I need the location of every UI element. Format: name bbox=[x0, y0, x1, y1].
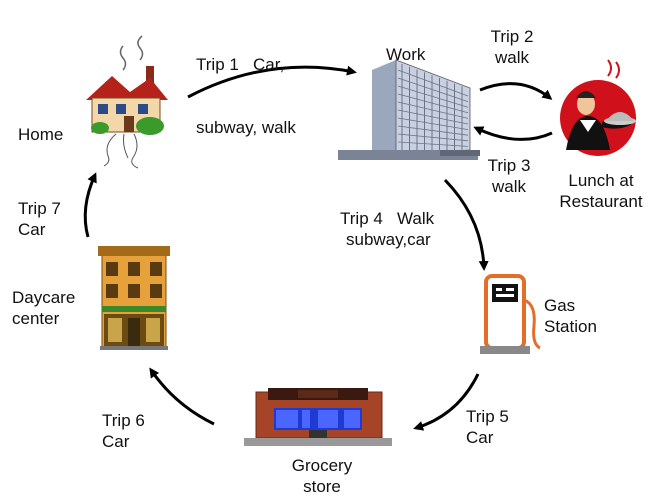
daycare-label-line1: Daycare bbox=[12, 288, 76, 307]
grocery-store-label: Grocery store bbox=[276, 455, 368, 497]
trip1-label-line2: subway, walk bbox=[196, 118, 296, 137]
trip1-label: Trip 1 Car, subway, walk bbox=[196, 12, 296, 180]
daycare-label: Daycare center bbox=[12, 287, 75, 329]
trip6-arrow bbox=[149, 367, 215, 426]
trip4-arrow bbox=[443, 178, 489, 271]
house-icon bbox=[86, 35, 168, 169]
trip4-label-line2: subway,car bbox=[346, 230, 431, 249]
gas-station-label-line1: Gas bbox=[544, 296, 576, 315]
restaurant-label-line2: Restaurant bbox=[559, 192, 643, 211]
trip2-label-line2: walk bbox=[494, 48, 529, 67]
gas-station-label-line2: Station bbox=[544, 317, 597, 336]
office-building-icon bbox=[338, 59, 480, 160]
trip7-label: Trip 7 Car bbox=[18, 198, 61, 240]
trip1-label-line1: Trip 1 Car, bbox=[196, 55, 285, 74]
trip5-label-line2: Car bbox=[466, 428, 494, 447]
restaurant-label-line1: Lunch at bbox=[568, 171, 634, 190]
trip5-label-line1: Trip 5 bbox=[466, 407, 509, 426]
work-label: Work bbox=[386, 44, 425, 65]
waiter-icon bbox=[560, 59, 636, 156]
trip1-arrow bbox=[187, 65, 357, 99]
restaurant-label: Lunch at Restaurant bbox=[552, 170, 650, 212]
trip7-arrow bbox=[83, 172, 97, 238]
trip3-label: Trip 3 walk bbox=[481, 155, 537, 197]
trip3-label-line2: walk bbox=[491, 177, 526, 196]
trip4-label-line1: Trip 4 Walk bbox=[340, 209, 435, 228]
trip2-arrow bbox=[479, 82, 553, 100]
trip7-label-line1: Trip 7 bbox=[18, 199, 61, 218]
gas-station-label: Gas Station bbox=[544, 295, 597, 337]
trip6-label-line2: Car bbox=[102, 432, 130, 451]
grocery-store-icon bbox=[244, 388, 392, 446]
trip3-arrow bbox=[473, 126, 553, 141]
grocery-store-label-line1: Grocery bbox=[291, 456, 353, 475]
trip4-label: Trip 4 Walk subway,car bbox=[340, 208, 434, 250]
trip3-label-line1: Trip 3 bbox=[487, 156, 531, 175]
daycare-label-line2: center bbox=[12, 309, 60, 328]
trip2-label: Trip 2 walk bbox=[484, 26, 540, 68]
trip5-label: Trip 5 Car bbox=[466, 406, 509, 448]
daycare-building-icon bbox=[98, 246, 170, 350]
work-label-text: Work bbox=[386, 45, 426, 64]
trip5-arrow bbox=[413, 373, 480, 431]
home-label-text: Home bbox=[18, 125, 64, 144]
trip6-label: Trip 6 Car bbox=[102, 410, 145, 452]
home-label: Home bbox=[18, 124, 63, 145]
trip2-label-line1: Trip 2 bbox=[490, 27, 534, 46]
trip7-label-line2: Car bbox=[18, 220, 46, 239]
grocery-store-label-line2: store bbox=[303, 477, 341, 496]
gas-pump-icon bbox=[480, 274, 541, 354]
trip6-label-line1: Trip 6 bbox=[102, 411, 145, 430]
